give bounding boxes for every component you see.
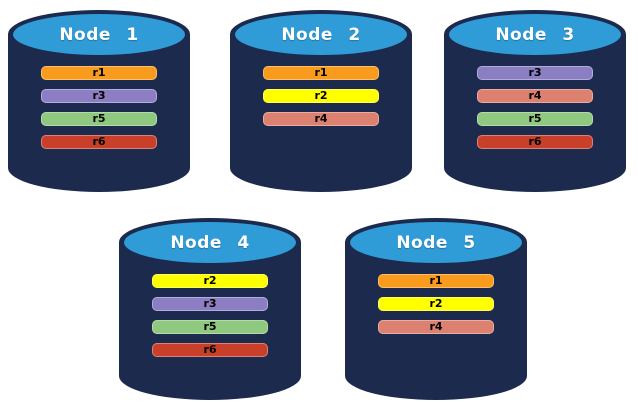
replica-list: r3 r4 r5 r6 <box>477 66 593 149</box>
replica-label: r6 <box>203 343 217 356</box>
node-title: Node 2 <box>281 24 361 45</box>
replica-bar-r2: r2 <box>378 297 494 311</box>
replica-bar-r6: r6 <box>152 343 268 357</box>
node-title: Node 1 <box>59 24 139 45</box>
replica-label: r2 <box>314 89 328 102</box>
replica-bar-r4: r4 <box>477 89 593 103</box>
replica-label: r4 <box>314 112 328 125</box>
replica-label: r6 <box>528 135 542 148</box>
replica-list: r1 r2 r4 <box>263 66 379 126</box>
replica-bar-r3: r3 <box>41 89 157 103</box>
replica-label: r3 <box>203 297 217 310</box>
node-3-cylinder: Node 3 r3 r4 r5 r6 <box>444 10 626 192</box>
replica-bar-r1: r1 <box>41 66 157 80</box>
replica-label: r2 <box>429 297 443 310</box>
replica-label: r2 <box>203 274 217 287</box>
replica-label: r4 <box>528 89 542 102</box>
replica-label: r5 <box>528 112 542 125</box>
cylinder-cap: Node 1 <box>13 14 185 55</box>
node-title: Node 4 <box>170 232 250 253</box>
replica-bar-r1: r1 <box>378 274 494 288</box>
cylinder-cap: Node 5 <box>350 222 522 263</box>
node-title: Node 3 <box>495 24 575 45</box>
replica-bar-r4: r4 <box>263 112 379 126</box>
replica-bar-r6: r6 <box>477 135 593 149</box>
replica-bar-r5: r5 <box>41 112 157 126</box>
replica-label: r1 <box>92 66 106 79</box>
replica-label: r6 <box>92 135 106 148</box>
replica-bar-r6: r6 <box>41 135 157 149</box>
replica-label: r4 <box>429 320 443 333</box>
node-5-cylinder: Node 5 r1 r2 r4 <box>345 218 527 400</box>
cylinder-cap: Node 3 <box>449 14 621 55</box>
replica-label: r5 <box>92 112 106 125</box>
replica-bar-r3: r3 <box>477 66 593 80</box>
replica-list: r2 r3 r5 r6 <box>152 274 268 357</box>
replica-list: r1 r2 r4 <box>378 274 494 334</box>
node-1-cylinder: Node 1 r1 r3 r5 r6 <box>8 10 190 192</box>
replica-bar-r3: r3 <box>152 297 268 311</box>
node-2-cylinder: Node 2 r1 r2 r4 <box>230 10 412 192</box>
replica-bar-r2: r2 <box>152 274 268 288</box>
replica-label: r3 <box>92 89 106 102</box>
replica-label: r5 <box>203 320 217 333</box>
replica-bar-r4: r4 <box>378 320 494 334</box>
cylinder-cap: Node 2 <box>235 14 407 55</box>
replica-bar-r5: r5 <box>152 320 268 334</box>
replica-label: r1 <box>429 274 443 287</box>
replica-label: r1 <box>314 66 328 79</box>
node-title: Node 5 <box>396 232 476 253</box>
replica-label: r3 <box>528 66 542 79</box>
replica-bar-r2: r2 <box>263 89 379 103</box>
node-4-cylinder: Node 4 r2 r3 r5 r6 <box>119 218 301 400</box>
replica-bar-r5: r5 <box>477 112 593 126</box>
replica-bar-r1: r1 <box>263 66 379 80</box>
cylinder-cap: Node 4 <box>124 222 296 263</box>
replica-list: r1 r3 r5 r6 <box>41 66 157 149</box>
